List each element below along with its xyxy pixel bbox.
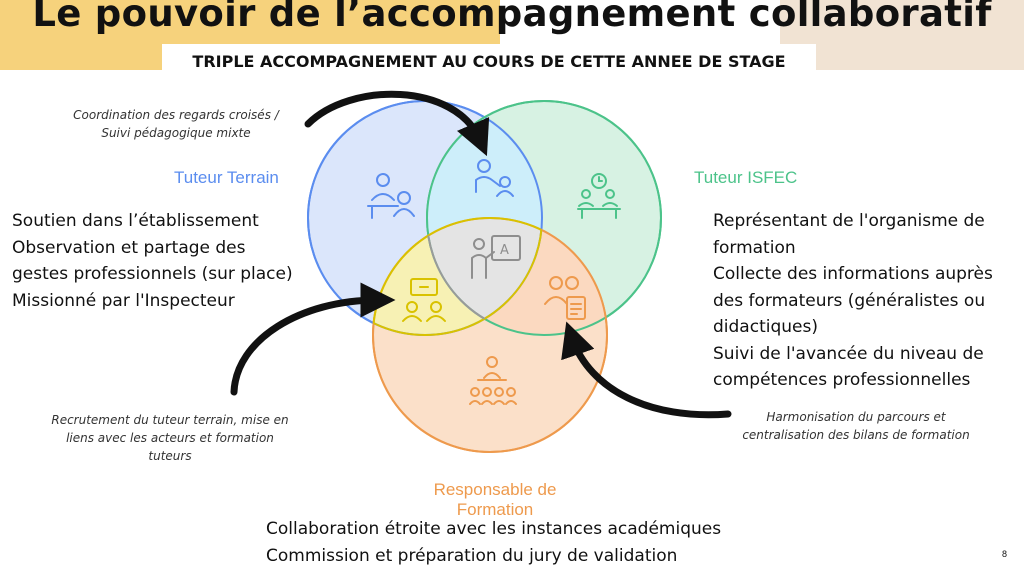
label-responsable-line1: Responsable de (433, 480, 557, 499)
title-band-right (780, 0, 1024, 70)
svg-text:A: A (500, 243, 509, 258)
arrow-bottom-right (561, 321, 732, 419)
note-line: Suivi pédagogique mixte (101, 126, 251, 140)
note-bottom-right: Harmonisation du parcours et centralisat… (716, 408, 996, 444)
list-item: Observation et partage des (12, 237, 246, 258)
list-item: Missionné par l'Inspecteur (12, 290, 235, 311)
label-responsable-formation: Responsable de Formation (420, 480, 570, 520)
label-responsable-line2: Formation (456, 500, 534, 519)
note-top: Coordination des regards croisés / Suivi… (56, 106, 296, 142)
list-item: Soutien dans l’établissement (12, 211, 259, 231)
label-tuteur-isfec: Tuteur ISFEC (694, 168, 798, 187)
note-line: Recrutement du tuteur terrain, mise en (51, 413, 289, 427)
teacher-at-desk-icon (367, 173, 415, 219)
left-list: Soutien dans l’établissement Observation… (12, 208, 293, 314)
list-item: Collecte des informations auprès (713, 264, 993, 284)
list-item: Collaboration étroite avec les instances… (266, 519, 722, 539)
arrow-top (304, 90, 490, 157)
meeting-document-icon (544, 276, 586, 320)
list-item: des formateurs (généralistes ou (713, 290, 986, 311)
page-title: Le pouvoir de l’accompagnement collabora… (32, 0, 992, 35)
subtitle-band (162, 44, 816, 74)
list-item: didactiques) (713, 317, 818, 337)
arrow-bottom-left (230, 282, 396, 396)
mentoring-icon (475, 159, 514, 197)
bottom-list: Collaboration étroite avec les instances… (266, 516, 721, 569)
teacher-board-icon: A (471, 235, 521, 279)
overlap-terrain-formation (373, 218, 542, 335)
list-item: Suivi de l'avancée du niveau de (713, 343, 984, 364)
list-item: compétences professionnelles (713, 370, 971, 390)
label-tuteur-terrain: Tuteur Terrain (174, 168, 279, 187)
list-item: gestes professionnels (sur place) (12, 264, 293, 284)
page-subtitle: TRIPLE ACCOMPAGNEMENT AU COURS DE CETTE … (192, 52, 786, 71)
page-number: 8 (1002, 549, 1008, 559)
list-item: Commission et préparation du jury de val… (266, 545, 678, 566)
list-item: Représentant de l'organisme de (713, 211, 985, 231)
presenter-audience-icon (469, 356, 517, 405)
note-line: tuteurs (148, 449, 192, 463)
right-list: Représentant de l'organisme de formation… (713, 208, 993, 394)
note-line: Coordination des regards croisés / (73, 108, 279, 122)
note-line: Harmonisation du parcours et (766, 410, 946, 424)
discussion-board-icon (402, 278, 446, 322)
note-line: centralisation des bilans de formation (742, 428, 970, 442)
note-bottom-left: Recrutement du tuteur terrain, mise en l… (30, 411, 310, 465)
note-line: liens avec les acteurs et formation (66, 431, 274, 445)
trainer-with-clock-icon (577, 173, 621, 219)
list-item: formation (713, 237, 796, 258)
